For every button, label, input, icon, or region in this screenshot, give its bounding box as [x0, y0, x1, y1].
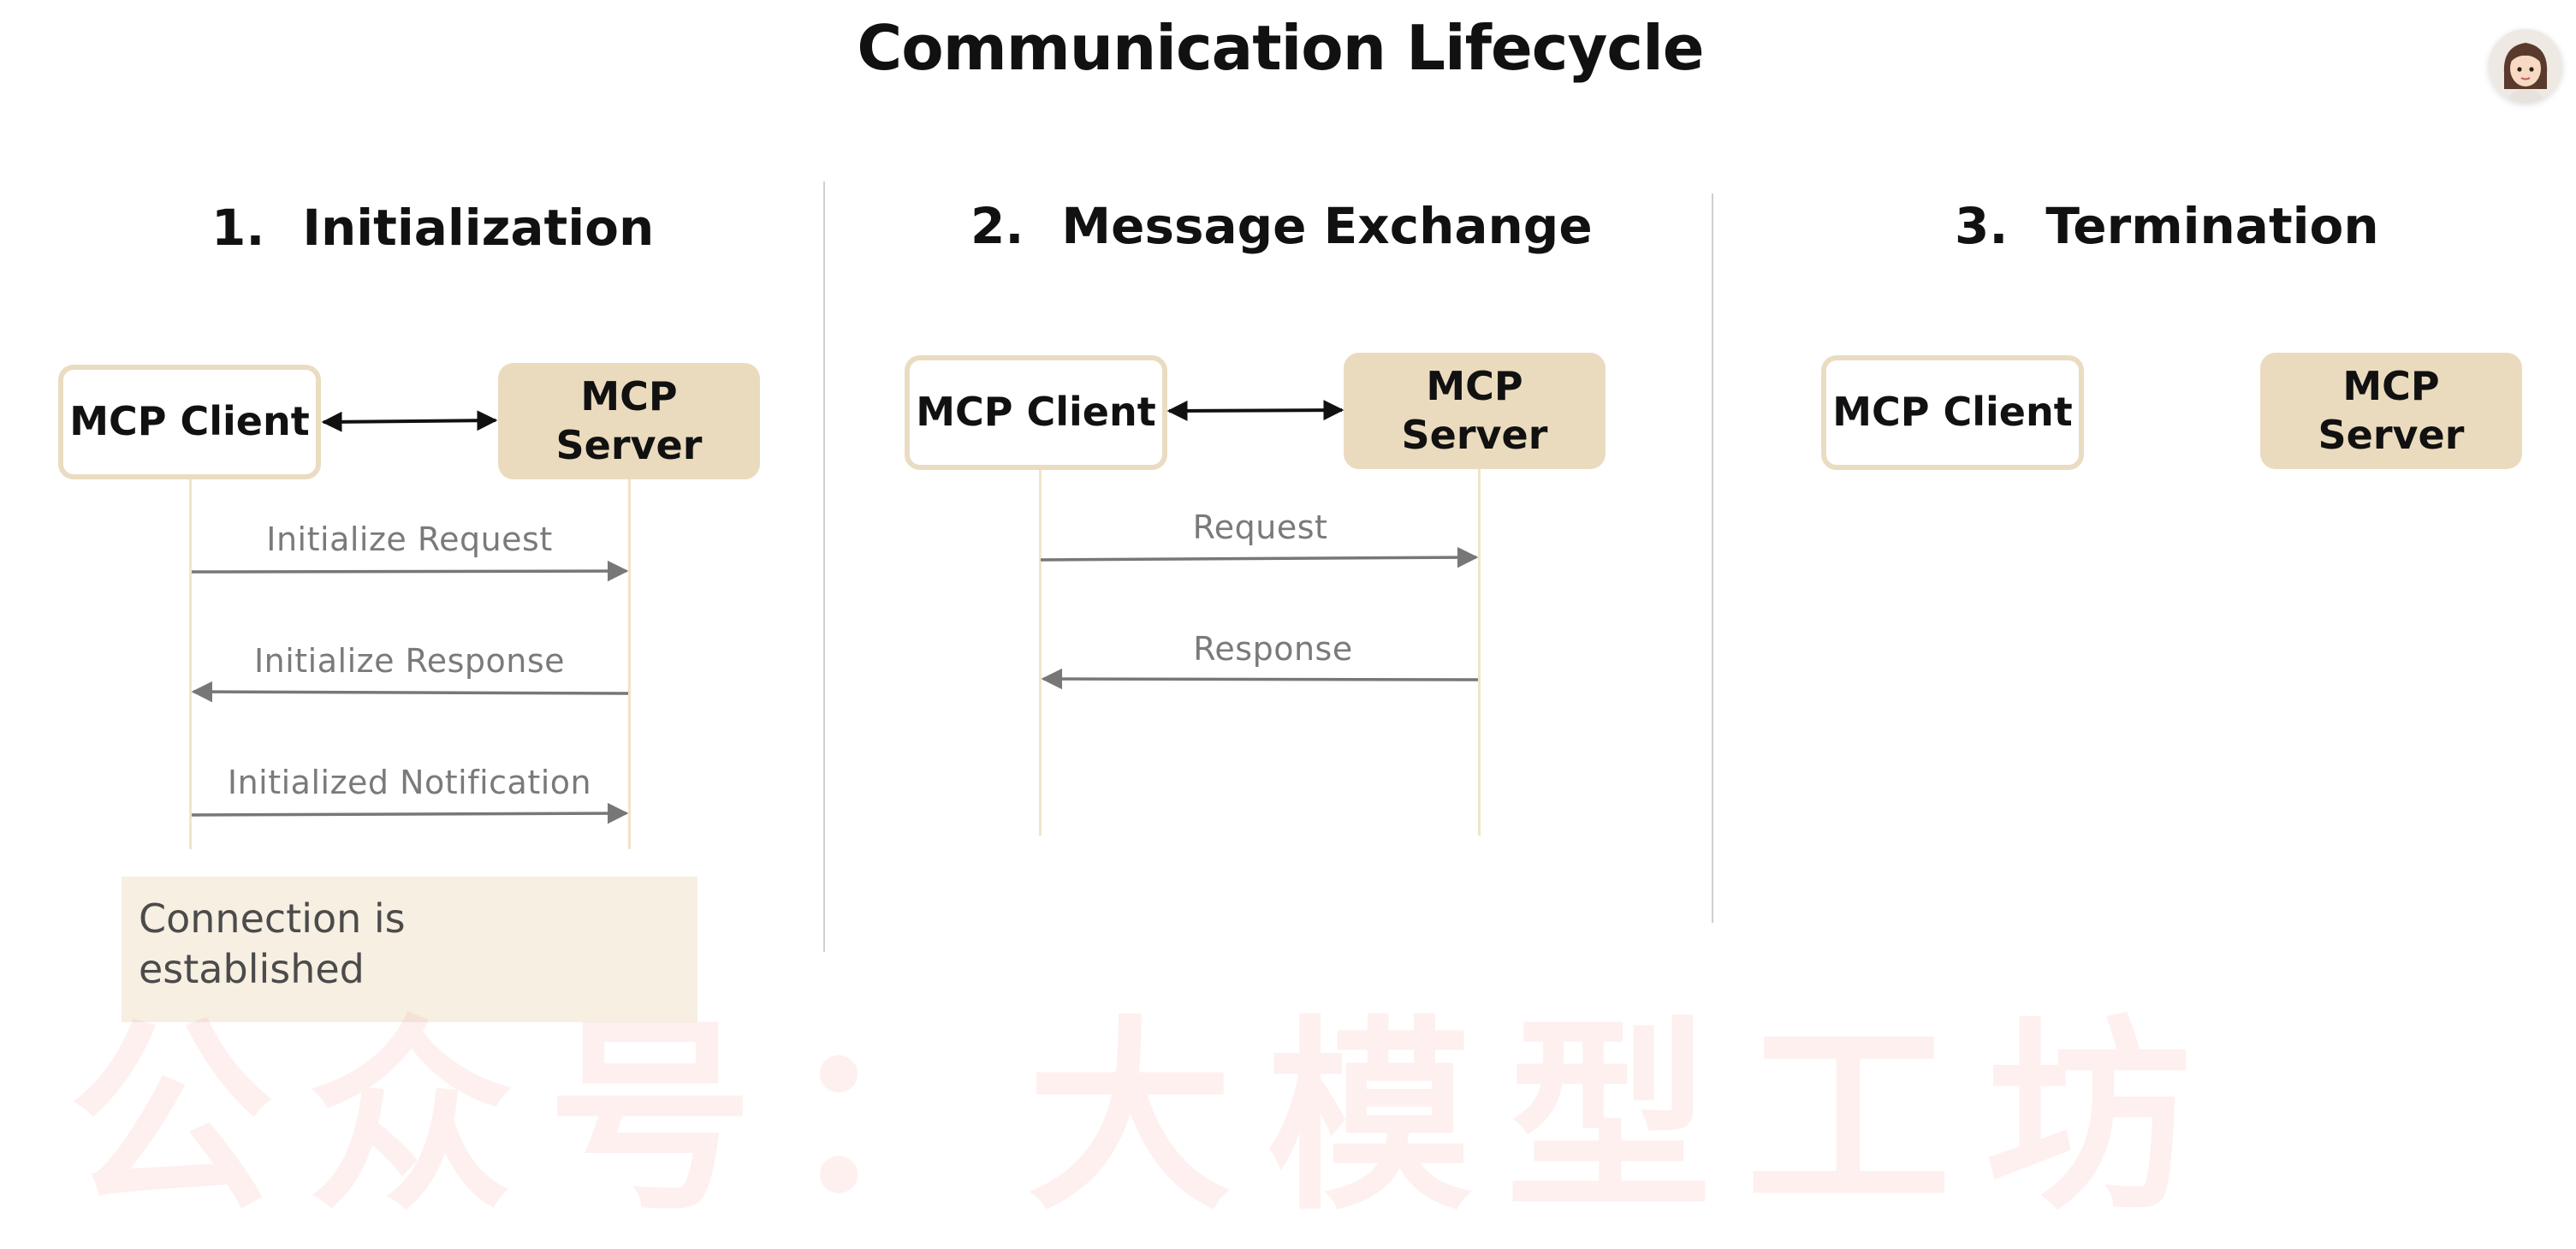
initialize-request-arrow — [191, 560, 629, 582]
section-number: 2. — [970, 197, 1024, 255]
initialize-response-arrow — [191, 681, 629, 703]
mcp-client-box: MCP Client — [58, 365, 321, 479]
server-lifeline — [628, 476, 631, 849]
diagram-canvas: Communication Lifecycle 1. Initialization… — [58, 12, 2562, 1238]
connection-arrow — [321, 410, 498, 432]
connection-arrow — [1166, 400, 1344, 421]
server-lifeline — [1478, 467, 1481, 836]
mcp-client-label: MCP Client — [916, 389, 1156, 436]
section-title: Termination — [2045, 197, 2379, 255]
mcp-server-label: MCP Server — [555, 372, 703, 469]
avatar-icon — [2489, 29, 2562, 103]
page-title: Communication Lifecycle — [857, 12, 1704, 84]
mcp-server-label: MCP Server — [2318, 362, 2465, 459]
section-title: Message Exchange — [1061, 197, 1593, 255]
section-divider — [1712, 193, 1713, 923]
request-arrow — [1040, 546, 1479, 568]
connection-established-note: Connection is established — [122, 877, 697, 1022]
mcp-client-box: MCP Client — [1821, 355, 2084, 470]
section-number: 1. — [211, 199, 265, 257]
section-title: Initialization — [302, 199, 655, 257]
mcp-client-label: MCP Client — [69, 398, 310, 445]
client-lifeline — [189, 476, 192, 849]
section-number: 3. — [1955, 197, 2009, 255]
mcp-server-label: MCP Server — [1401, 362, 1548, 459]
message-label-initialize-response: Initialize Response — [253, 642, 566, 680]
client-lifeline — [1039, 467, 1042, 836]
section-divider — [823, 181, 825, 952]
watermark: 公众号：大模型工坊 — [68, 998, 2226, 1238]
mcp-server-box: MCP Server — [2260, 353, 2522, 469]
mcp-client-box: MCP Client — [905, 355, 1167, 470]
section-heading-message-exchange: 2. Message Exchange — [970, 197, 1593, 255]
message-label-initialized-notification: Initialized Notification — [227, 764, 592, 801]
arrows-layer — [191, 400, 1479, 824]
mcp-client-label: MCP Client — [1832, 389, 2073, 436]
mcp-server-box: MCP Server — [498, 363, 760, 479]
message-label-response: Response — [1193, 630, 1353, 668]
message-label-request: Request — [1192, 509, 1328, 546]
section-heading-termination: 3. Termination — [1955, 197, 2379, 255]
mcp-server-box: MCP Server — [1344, 353, 1606, 469]
section-heading-initialization: 1. Initialization — [211, 199, 654, 257]
response-arrow — [1041, 668, 1479, 690]
initialized-notification-arrow — [191, 802, 629, 824]
message-label-initialize-request: Initialize Request — [266, 520, 553, 558]
